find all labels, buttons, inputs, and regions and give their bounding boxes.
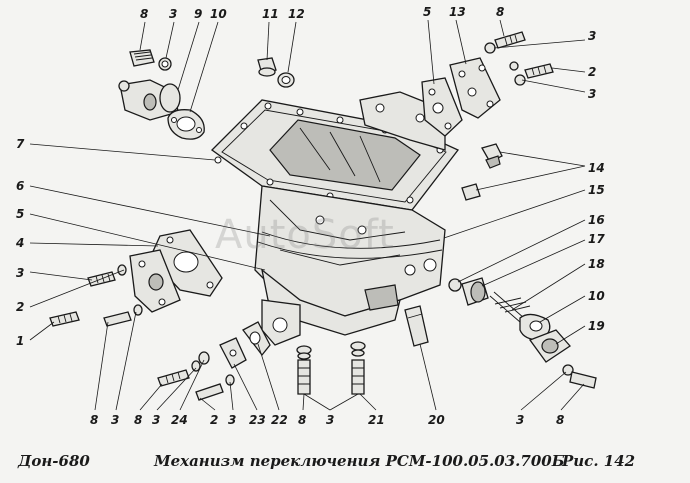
sleeve-20 (404, 305, 429, 347)
callout-3: 3 (326, 413, 334, 427)
callout-17: 17 (588, 232, 605, 246)
lower-left-flange (219, 321, 271, 369)
callout-18: 18 (588, 257, 605, 271)
callout-3: 3 (16, 266, 24, 280)
lower-left-bolts (157, 351, 235, 401)
callout-11: 11 (262, 7, 279, 21)
main-housing (210, 91, 460, 346)
callout-8: 8 (556, 413, 564, 427)
leader-lines (29, 19, 586, 411)
callout-13: 13 (449, 5, 466, 19)
left-cover (129, 249, 181, 313)
callout-2: 2 (588, 65, 596, 79)
model-caption: Дон-680 (18, 452, 90, 470)
solenoid-assembly (118, 49, 181, 121)
callout-5: 5 (16, 207, 24, 221)
callout-3: 3 (111, 413, 119, 427)
callout-20: 20 (428, 413, 445, 427)
callout-2: 2 (16, 300, 24, 314)
callout-6: 6 (16, 179, 24, 193)
callout-1: 1 (16, 334, 24, 348)
bottom-studs (296, 341, 366, 395)
callout-3: 3 (516, 413, 524, 427)
callout-8: 8 (298, 413, 306, 427)
callout-3: 3 (169, 7, 177, 21)
callout-9: 9 (194, 7, 202, 21)
callout-8: 8 (496, 5, 504, 19)
plug-and-washer-top (257, 57, 295, 88)
figure-title: Механизм переключения РСМ-100.05.03.700Б (154, 452, 565, 470)
callout-labels: 8 3 9 10 11 12 5 13 8 3 2 3 7 14 6 15 5 … (15, 5, 605, 427)
callout-4: 4 (15, 236, 24, 250)
callout-10: 10 (588, 289, 605, 303)
callout-23: 23 (249, 413, 266, 427)
callout-14: 14 (588, 161, 605, 175)
watermark: AutoSoft (215, 212, 395, 258)
callout-3: 3 (228, 413, 236, 427)
callout-16: 16 (588, 213, 605, 227)
callout-5: 5 (423, 5, 431, 19)
plugs-14 (461, 143, 503, 201)
callout-12: 12 (288, 7, 305, 21)
small-gasket-left (167, 109, 205, 140)
callout-24: 24 (171, 413, 188, 427)
callout-3: 3 (588, 87, 596, 101)
callout-8: 8 (140, 7, 148, 21)
right-side-parts (448, 277, 597, 389)
callout-15: 15 (588, 183, 605, 197)
callout-2: 2 (210, 413, 218, 427)
callout-3: 3 (152, 413, 160, 427)
callout-8: 8 (134, 413, 142, 427)
callout-3: 3 (588, 29, 596, 43)
callout-8: 8 (90, 413, 98, 427)
callout-22: 22 (271, 413, 288, 427)
callout-7: 7 (16, 137, 25, 151)
upper-right-bolts (484, 31, 554, 86)
left-bolts (49, 264, 143, 327)
callout-21: 21 (368, 413, 385, 427)
upper-right-gasket (421, 77, 463, 137)
callout-10: 10 (210, 7, 227, 21)
figure-number: Рис. 142 (562, 452, 636, 470)
upper-right-cover (449, 57, 501, 119)
callout-19: 19 (588, 319, 605, 333)
